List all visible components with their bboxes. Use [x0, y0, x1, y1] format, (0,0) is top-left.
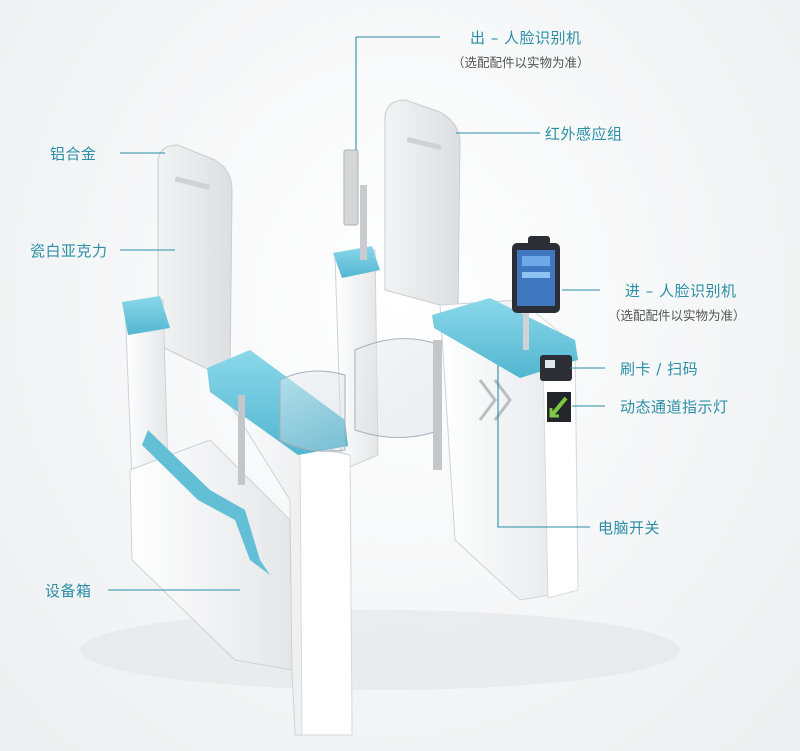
right-glass-door [354, 338, 441, 438]
left-blue-brace [142, 430, 270, 575]
left-acrylic-panel [157, 144, 233, 381]
callout-aluminum: 铝合金 [50, 145, 97, 163]
left-back-cap [122, 296, 170, 335]
right-back-cap [333, 246, 380, 278]
callout-entry-face-note: （选配配件以实物为准） [608, 308, 746, 323]
callout-exit-face-note: （选配配件以实物为准） [452, 55, 590, 70]
leader-lines [108, 36, 605, 591]
right-acrylic-panel [384, 99, 461, 311]
left-gate-unit [122, 144, 353, 736]
callout-card-scan: 刷卡 / 扫码 [620, 360, 699, 378]
card-reader [540, 355, 572, 381]
callout-power-switch: 电脑开关 [598, 519, 661, 537]
floor-shadow [80, 610, 680, 690]
callout-entry-face: 进 – 人脸识别机 [625, 282, 737, 300]
right-gate-unit [333, 99, 579, 601]
callout-exit-face: 出 – 人脸识别机 [470, 29, 582, 47]
callout-infrared: 红外感应组 [545, 125, 623, 143]
callout-indicator: 动态通道指示灯 [620, 398, 729, 416]
exit-face-device [343, 149, 359, 226]
callout-acrylic: 瓷白亚克力 [30, 242, 108, 260]
callout-cabinet: 设备箱 [45, 582, 92, 600]
left-glass-door [279, 370, 346, 452]
